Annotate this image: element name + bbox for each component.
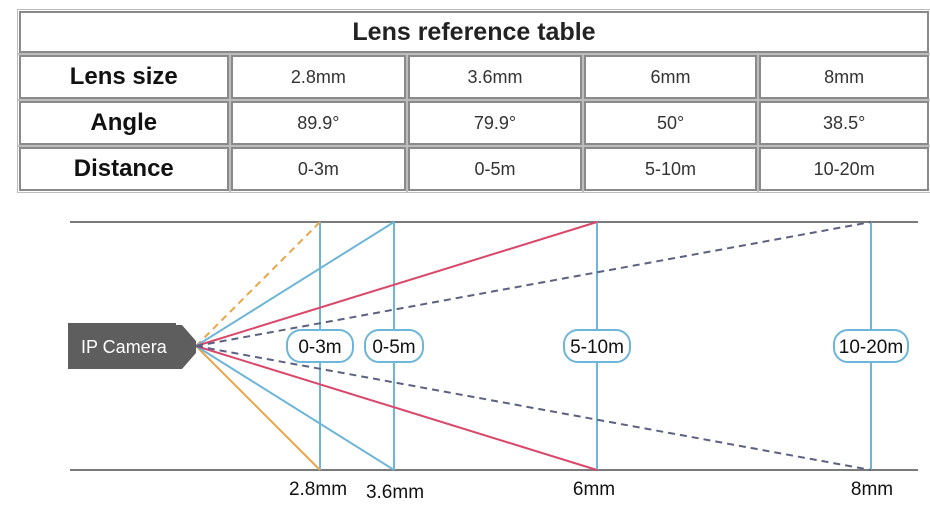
- table-cell: 79.9°: [406, 99, 584, 147]
- beam-top-8mm: [195, 221, 872, 347]
- distance-badge: [833, 329, 909, 363]
- beam-top-2-8mm: [195, 221, 321, 347]
- distance-badges: 0-3m 0-5m 5-10m 10-20m: [286, 329, 909, 363]
- table-cell: 5-10m: [581, 145, 760, 193]
- beam-bottom-3-6mm: [195, 345, 395, 471]
- table-cell: 50°: [581, 99, 760, 147]
- table-cell: 8mm: [757, 53, 930, 101]
- distance-badge-label: 10-20m: [839, 337, 903, 358]
- table-cell: 89.9°: [228, 99, 409, 147]
- beam-top-3-6mm: [195, 221, 395, 347]
- lens-size-labels: 2.8mm 3.6mm 6mm 8mm: [289, 479, 893, 503]
- table-cell: 6mm: [581, 53, 760, 101]
- table-title: Lens reference table: [17, 9, 930, 55]
- lens-size-label: 3.6mm: [366, 482, 424, 503]
- row-header-lens-size: Lens size: [17, 53, 231, 101]
- table-cell: 0-5m: [406, 145, 584, 193]
- beam-top-6mm: [195, 221, 598, 347]
- table-row-angle: Angle 89.9° 79.9° 50° 38.5°: [17, 99, 930, 147]
- table-row-distance: Distance 0-3m 0-5m 5-10m 10-20m: [17, 145, 930, 193]
- beam-bottom-2-8mm: [195, 345, 321, 471]
- lens-reference-table: Lens reference table Lens size 2.8mm 3.6…: [17, 9, 930, 193]
- table-cell: 38.5°: [757, 99, 930, 147]
- table-cell: 10-20m: [757, 145, 930, 193]
- table-row-lens-size: Lens size 2.8mm 3.6mm 6mm 8mm: [17, 53, 930, 101]
- distance-badge-label: 5-10m: [570, 337, 624, 358]
- lens-coverage-diagram: IP Camera 0-3m 0-5m 5-10m 10-20m 2.8mm 3.6mm…: [68, 221, 918, 503]
- distance-badge: [364, 329, 424, 363]
- table-cell: 0-3m: [228, 145, 409, 193]
- lens-size-label: 8mm: [851, 479, 893, 500]
- camera-icon: IP Camera: [68, 323, 196, 369]
- beam-bottom-6mm: [195, 345, 598, 471]
- distance-badge: [286, 329, 354, 363]
- row-header-distance: Distance: [17, 145, 231, 193]
- distance-badge-label: 0-3m: [298, 337, 341, 358]
- lens-size-label: 2.8mm: [289, 479, 347, 500]
- table-cell: 2.8mm: [228, 53, 409, 101]
- distance-badge-label: 0-5m: [372, 337, 415, 358]
- row-header-angle: Angle: [17, 99, 231, 147]
- table-cell: 3.6mm: [406, 53, 584, 101]
- distance-badge: [563, 329, 631, 363]
- beam-bottom-8mm: [195, 345, 872, 471]
- camera-label: IP Camera: [81, 337, 168, 357]
- lens-size-label: 6mm: [573, 479, 615, 500]
